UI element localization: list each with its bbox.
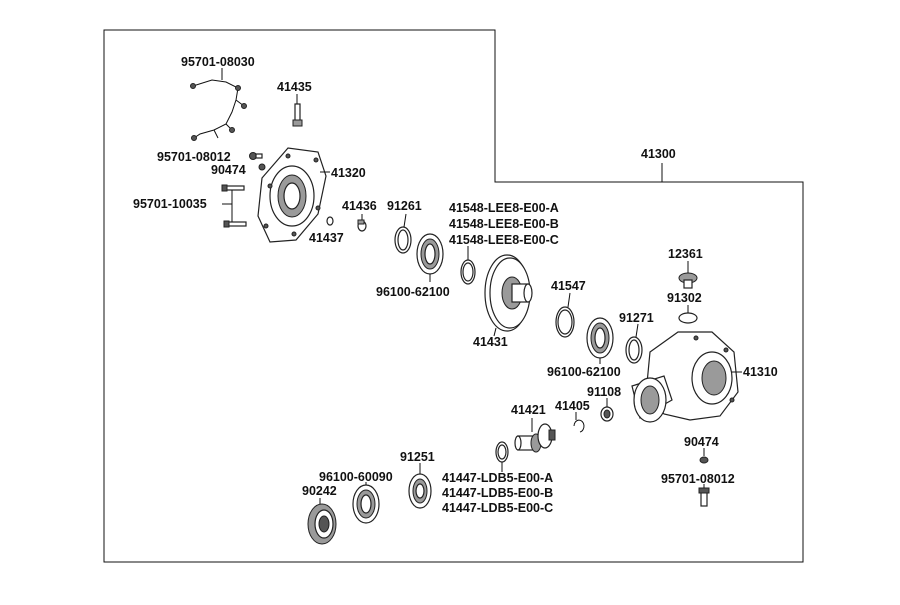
label-90474-bottom: 90474 <box>684 435 719 449</box>
ring-gear-41431-part <box>484 254 533 332</box>
bolt-95701-08012-top-part <box>249 152 263 160</box>
leader-95701-10035 <box>222 190 233 222</box>
label-91108: 91108 <box>587 385 621 399</box>
wire-harness-part <box>190 79 247 141</box>
oil-seal-91271-part <box>625 336 643 364</box>
label-96100-60090: 96100-60090 <box>319 470 393 484</box>
label-12361: 12361 <box>668 247 703 261</box>
label-95701-08012-bottom: 95701-08012 <box>661 472 735 486</box>
assembly-label-41300: 41300 <box>641 147 676 161</box>
label-90242: 90242 <box>302 484 337 498</box>
label-41548-b: 41548-LEE8-E00-B <box>449 217 559 231</box>
leader-91261 <box>403 213 407 228</box>
clip-41405-part <box>573 419 585 433</box>
label-41447-a: 41447-LDB5-E00-A <box>442 471 553 485</box>
seal-90242-part <box>307 503 337 545</box>
label-96100-62100-a: 96100-62100 <box>376 285 450 299</box>
label-41431: 41431 <box>473 335 508 349</box>
label-41547: 41547 <box>551 279 586 293</box>
label-41447-b: 41447-LDB5-E00-B <box>442 486 553 500</box>
label-91271: 91271 <box>619 311 654 325</box>
washer-90474-bottom-part <box>699 456 709 464</box>
label-41548-c: 41548-LEE8-E00-C <box>449 233 559 247</box>
label-41405: 41405 <box>555 399 590 413</box>
label-41435: 41435 <box>277 80 312 94</box>
o-ring-91302-part <box>678 312 698 324</box>
label-91261: 91261 <box>387 199 422 213</box>
breather-12361-part <box>678 272 698 289</box>
bolts-95701-10035-part <box>221 184 247 228</box>
label-41437: 41437 <box>309 231 344 245</box>
ring-41437-part <box>326 216 334 226</box>
label-41548-a: 41548-LEE8-E00-A <box>449 201 559 215</box>
label-91251: 91251 <box>400 450 435 464</box>
label-41421: 41421 <box>511 403 546 417</box>
pinion-41421-part <box>514 423 556 453</box>
bearing-91108-part <box>600 406 614 422</box>
assembly-frame <box>103 29 804 563</box>
washer-90474-top-part <box>258 163 266 171</box>
label-41447-c: 41447-LDB5-E00-C <box>442 501 553 515</box>
label-95701-08030: 95701-08030 <box>181 55 255 69</box>
leader-41431 <box>493 327 497 337</box>
bearing-96100-62100-b-part <box>586 317 614 359</box>
label-96100-62100-b: 96100-62100 <box>547 365 621 379</box>
label-91302: 91302 <box>667 291 702 305</box>
bearing-96100-62100-a-part <box>416 233 444 275</box>
bolt-95701-08012-bottom-part <box>698 487 710 507</box>
label-90474-top: 90474 <box>211 163 246 177</box>
plug-41436-part <box>357 219 367 232</box>
shim-41547-part <box>555 306 575 338</box>
leader-41547 <box>567 292 571 308</box>
oil-seal-91261-part <box>394 226 412 254</box>
leader-91271 <box>635 323 639 338</box>
oil-seal-91251-part <box>408 473 432 509</box>
shim-41447-part <box>495 441 509 463</box>
case-41310-part <box>631 331 739 423</box>
cover-41320-part <box>257 147 327 243</box>
bearing-96100-60090-part <box>352 484 380 524</box>
label-41310: 41310 <box>743 365 778 379</box>
label-95701-08012-top: 95701-08012 <box>157 150 231 164</box>
label-95701-10035: 95701-10035 <box>133 197 207 211</box>
label-41320: 41320 <box>331 166 366 180</box>
shim-41548-part <box>460 259 476 285</box>
label-41436: 41436 <box>342 199 377 213</box>
pin-41435-part <box>292 103 303 127</box>
